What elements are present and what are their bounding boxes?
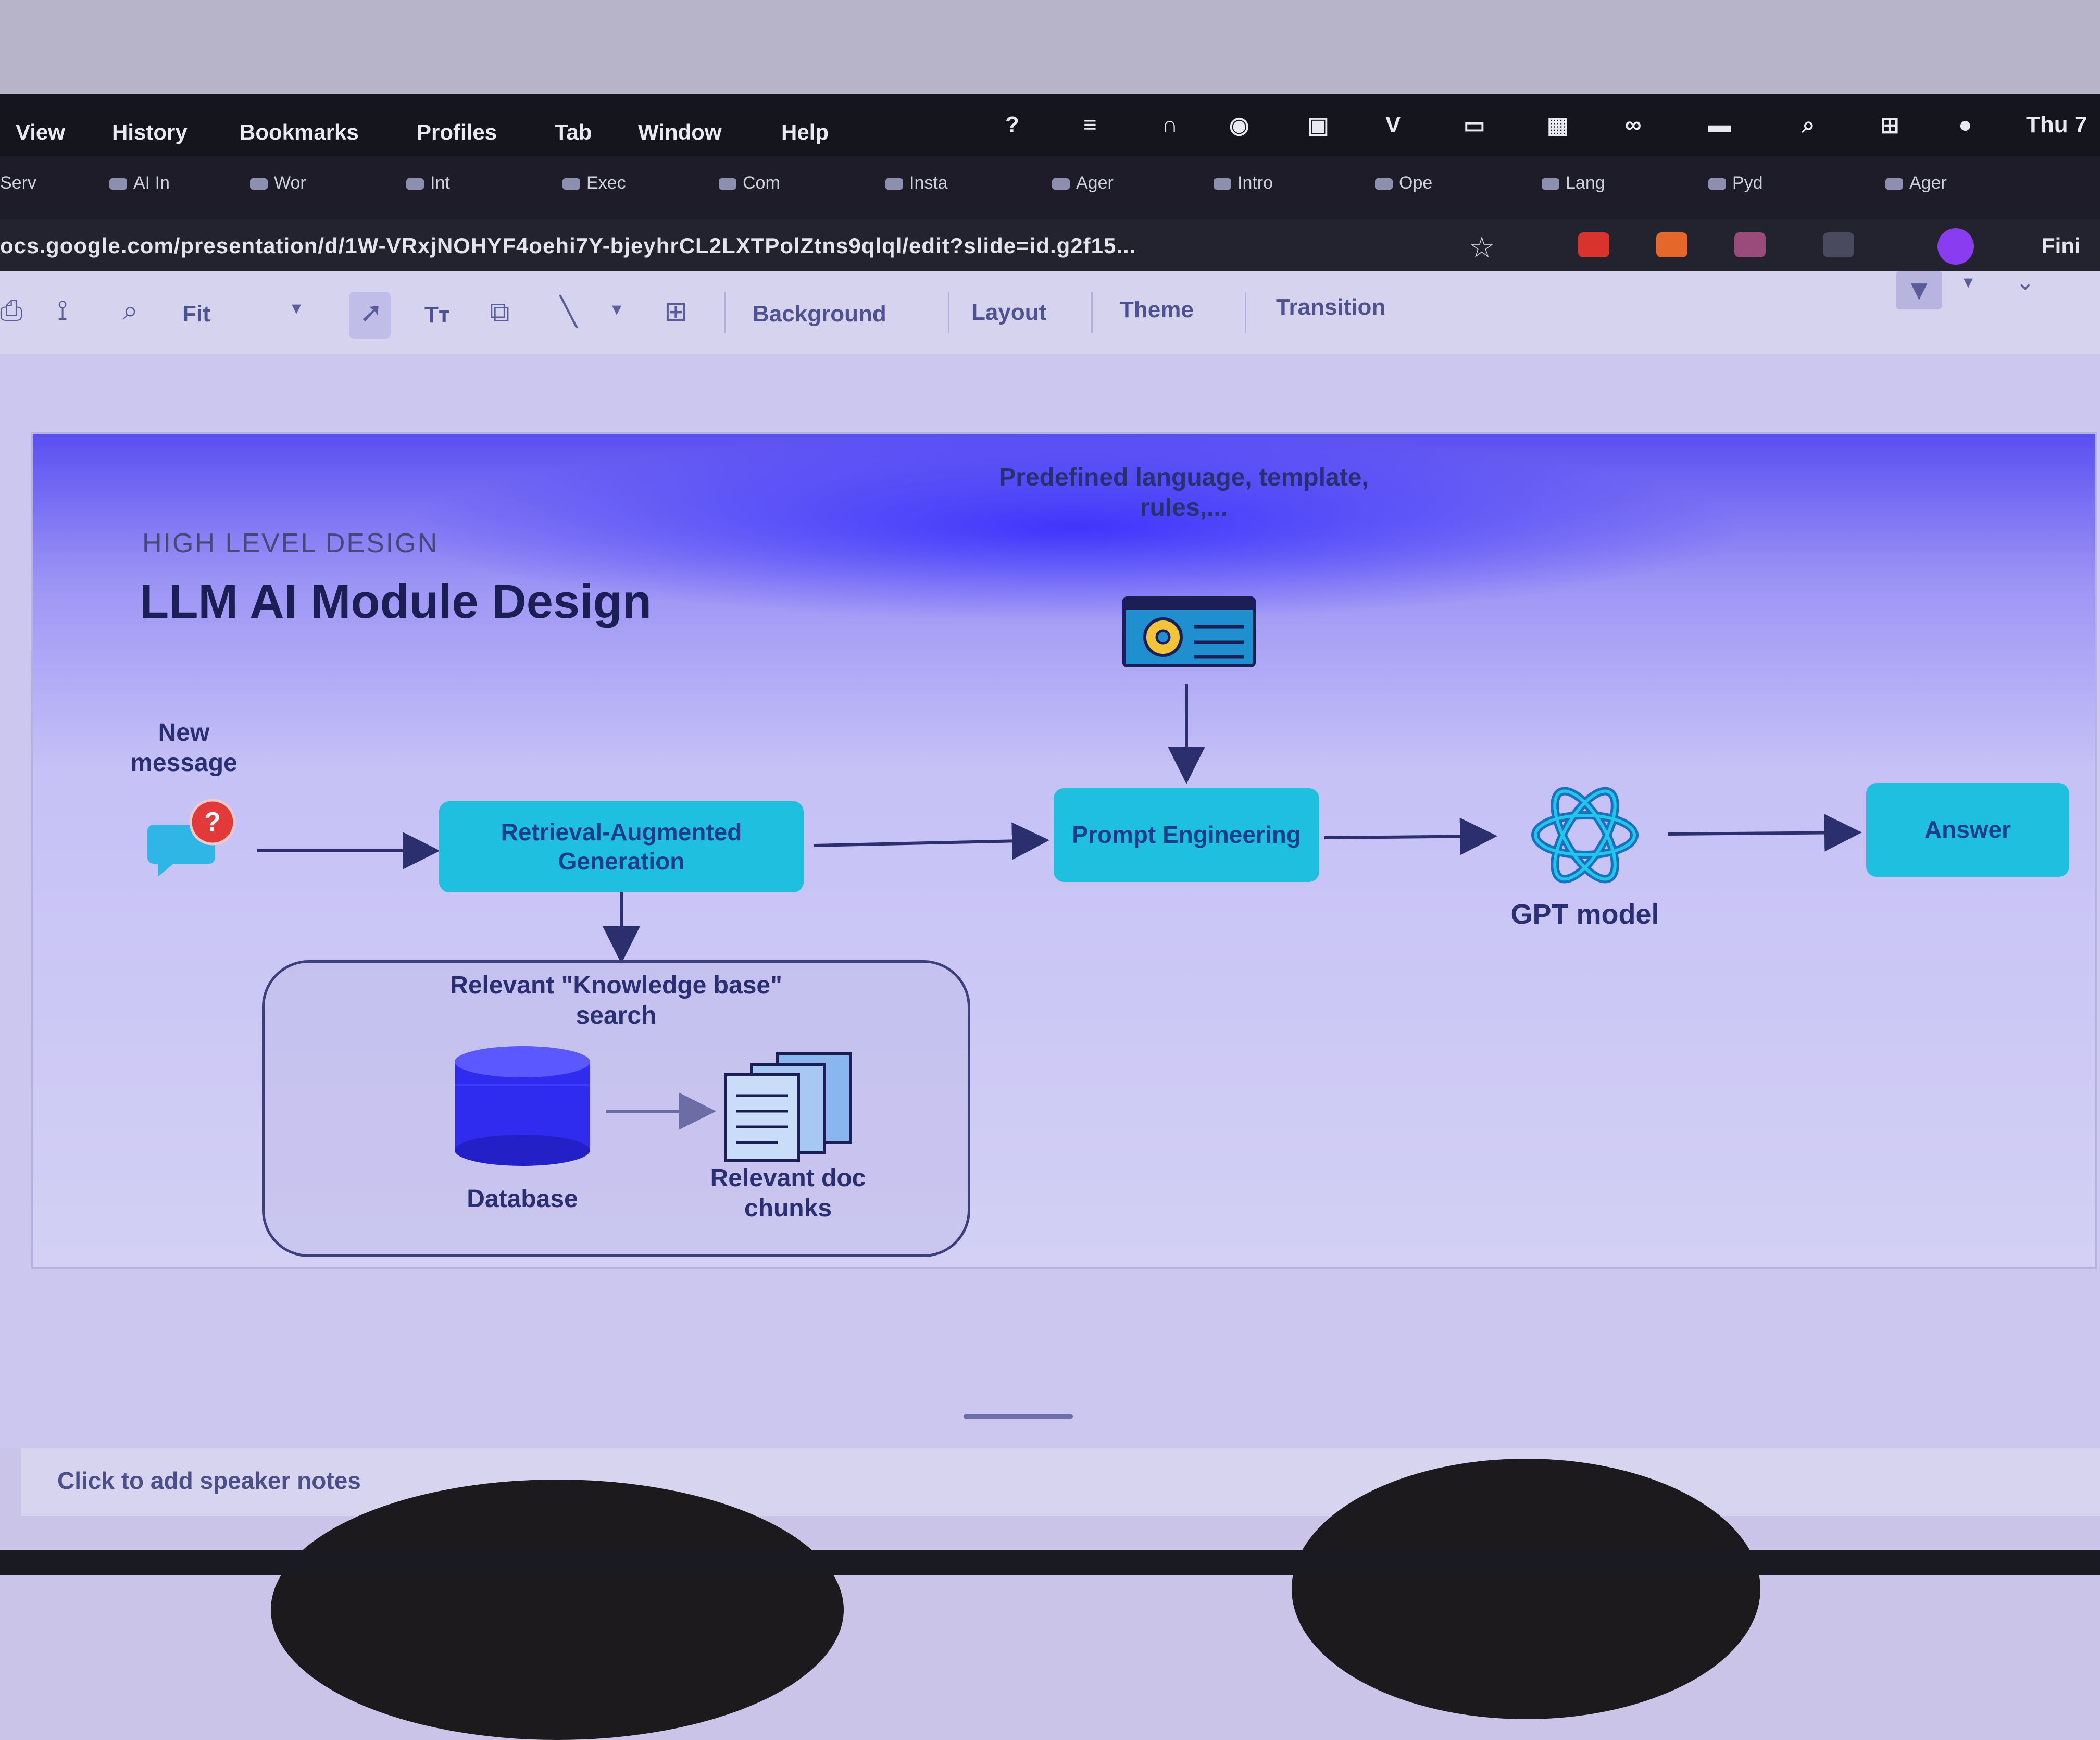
- slide-kicker: HIGH LEVEL DESIGN: [142, 528, 439, 558]
- extension-icon[interactable]: [1734, 232, 1766, 257]
- status-bag-icon[interactable]: ▣: [1307, 113, 1329, 138]
- speaker-notes[interactable]: Click to add speaker notes: [21, 1448, 2100, 1516]
- print-icon[interactable]: ⎙: [0, 295, 23, 326]
- speaker-notes-placeholder[interactable]: Click to add speaker notes: [57, 1467, 361, 1494]
- status-chat-icon[interactable]: ◉: [1229, 113, 1249, 138]
- knowledge-base-label: Relevant "Knowledge base" search: [450, 972, 782, 1029]
- transition-button[interactable]: Transition: [1276, 294, 1386, 320]
- status-headphones-icon[interactable]: ∩: [1161, 112, 1178, 138]
- bookmarks-bar: Serv AI In Wor Int Exec Com Insta Ager I…: [0, 156, 2100, 219]
- openai-logo-icon: [1531, 787, 1639, 884]
- doc-chunks-label: Relevant doc chunks: [710, 1164, 866, 1222]
- line-icon[interactable]: ╲: [560, 296, 577, 327]
- audience-head: [271, 1480, 844, 1740]
- database-icon: [455, 1046, 590, 1166]
- status-v-icon[interactable]: V: [1385, 112, 1401, 138]
- extension-icon[interactable]: [1656, 232, 1688, 257]
- dock-strip: [0, 1550, 2100, 1575]
- profile-avatar[interactable]: [1938, 228, 1974, 265]
- bookmark-item[interactable]: Ope: [1375, 173, 1432, 193]
- gpt-model-label: GPT model: [1510, 899, 1659, 930]
- extension-icon[interactable]: [1578, 232, 1609, 257]
- arrow-rag-to-prompt: [814, 822, 1049, 860]
- answer-node[interactable]: Answer: [1866, 783, 2069, 877]
- text-box-icon[interactable]: Tт: [424, 302, 450, 328]
- status-control-center-icon[interactable]: ⊞: [1880, 113, 1899, 138]
- bookmark-item[interactable]: Lang: [1542, 173, 1605, 193]
- menu-profiles[interactable]: Profiles: [417, 120, 497, 144]
- slide-title: LLM AI Module Design: [140, 575, 652, 628]
- bookmark-item[interactable]: Insta: [885, 173, 948, 193]
- chevron-down-icon[interactable]: ▾: [612, 298, 622, 319]
- slide-glow: [397, 434, 1752, 622]
- finish-update-button[interactable]: Fini: [2042, 233, 2081, 258]
- slides-toolbar: ⎙ ⟟ ⌕ Fit ▾ ➚ Tт ⧉ ╲ ▾ ⊞ Background Layo…: [0, 269, 2100, 354]
- notes-resize-handle[interactable]: [964, 1414, 1073, 1419]
- menu-window[interactable]: Window: [638, 120, 722, 144]
- menu-history[interactable]: History: [112, 120, 188, 144]
- database-label: Database: [467, 1185, 578, 1213]
- flow-arrows: [257, 684, 1862, 1130]
- status-calendar-icon[interactable]: ▦: [1547, 113, 1569, 138]
- zoom-select[interactable]: Fit: [182, 301, 210, 327]
- arrow-gpt-to-answer: [1668, 814, 1862, 852]
- chevron-down-icon[interactable]: ▾: [1964, 271, 1973, 292]
- status-stack-icon[interactable]: ≡: [1083, 112, 1097, 138]
- theme-button[interactable]: Theme: [1120, 297, 1194, 322]
- status-siri-icon[interactable]: ●: [1958, 112, 1972, 138]
- status-search-icon[interactable]: ⌕: [1802, 112, 1815, 138]
- menu-view[interactable]: View: [16, 120, 65, 144]
- shape-icon[interactable]: ⧉: [490, 296, 510, 328]
- svg-text:?: ?: [204, 807, 221, 837]
- paint-format-icon[interactable]: ⟟: [57, 295, 68, 326]
- status-question-icon[interactable]: ?: [1005, 112, 1019, 138]
- extensions-puzzle-icon[interactable]: [1823, 232, 1854, 257]
- audience-head: [1292, 1459, 1760, 1719]
- bookmark-item[interactable]: Wor: [250, 173, 306, 193]
- background-button[interactable]: Background: [753, 301, 886, 327]
- new-message-label: New message: [130, 719, 238, 777]
- screen-bezel: [0, 0, 2100, 94]
- bookmark-star-icon[interactable]: ☆: [1469, 231, 1495, 264]
- bookmark-item[interactable]: Ager: [1052, 173, 1114, 193]
- predefined-label: Predefined language, template, rules,...: [999, 464, 1369, 521]
- chevron-down-icon[interactable]: ▾: [292, 297, 302, 318]
- zoom-icon[interactable]: ⌕: [122, 295, 139, 326]
- arrow-prompt-to-gpt: [1324, 817, 1497, 855]
- slide-canvas[interactable]: HIGH LEVEL DESIGN LLM AI Module Design N…: [31, 432, 2097, 1269]
- status-clock: Thu 7: [2026, 112, 2088, 138]
- toolbar-divider: [724, 292, 726, 333]
- status-battery-icon[interactable]: ▭: [1464, 113, 1485, 138]
- documents-icon: [724, 1052, 852, 1162]
- bookmark-item[interactable]: AI In: [109, 173, 170, 193]
- menu-help[interactable]: Help: [781, 120, 829, 144]
- collapse-toolbar-icon[interactable]: ⌄: [2016, 269, 2035, 295]
- pen-tool-icon[interactable]: ▼: [1896, 271, 1943, 309]
- prompt-engineering-node[interactable]: Prompt Engineering: [1054, 788, 1319, 882]
- status-toggle-icon[interactable]: ▬: [1708, 112, 1731, 138]
- status-link-icon[interactable]: ∞: [1625, 112, 1642, 138]
- comment-icon[interactable]: ⊞: [664, 296, 688, 327]
- bookmark-item[interactable]: Serv: [0, 173, 36, 193]
- select-tool-highlight: [349, 292, 391, 339]
- bookmark-item[interactable]: Ager: [1885, 173, 1947, 193]
- menu-bookmarks[interactable]: Bookmarks: [240, 120, 359, 144]
- knowledge-base-group: [262, 960, 970, 1257]
- toolbar-divider: [948, 292, 949, 333]
- chat-question-icon: ?: [147, 799, 236, 877]
- toolbar-divider: [1245, 292, 1246, 333]
- rag-node[interactable]: Retrieval-Augmented Generation: [439, 801, 804, 892]
- bookmark-item[interactable]: Exec: [562, 173, 626, 193]
- layout-button[interactable]: Layout: [971, 300, 1047, 325]
- settings-template-icon: [1122, 596, 1256, 667]
- toolbar-divider: [1091, 292, 1093, 333]
- bookmark-item[interactable]: Int: [406, 173, 450, 193]
- bookmark-item[interactable]: Intro: [1214, 173, 1273, 193]
- menu-tab[interactable]: Tab: [555, 120, 592, 144]
- url-field[interactable]: ocs.google.com/presentation/d/1W-VRxjNOH…: [0, 233, 1136, 258]
- bookmark-item[interactable]: Com: [719, 173, 780, 193]
- bookmark-item[interactable]: Pyd: [1708, 173, 1763, 193]
- select-cursor-icon[interactable]: ➚: [359, 297, 383, 328]
- address-bar: ocs.google.com/presentation/d/1W-VRxjNOH…: [0, 219, 2100, 271]
